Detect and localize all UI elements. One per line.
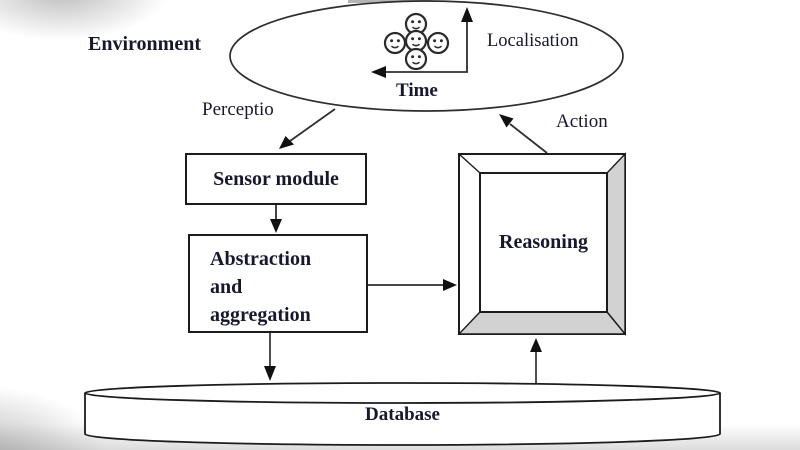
background-vignette-top-left [0, 0, 190, 80]
reasoning-box-label: Reasoning [499, 231, 588, 253]
reasoning-frame-right-shade [606, 152, 626, 336]
sensor-module-box: Sensor module [185, 153, 367, 205]
localisation-axis-label: Localisation [487, 31, 579, 51]
time-axis-label: Time [396, 80, 438, 101]
database-cylinder [84, 382, 721, 446]
sensor-module-label: Sensor module [213, 167, 339, 190]
reasoning-frame [457, 152, 627, 336]
smiley-agents-cluster-icon [383, 12, 450, 71]
environment-label: Environment [88, 33, 201, 55]
action-arrow-label: Action [556, 111, 608, 132]
abstraction-to-reasoning-arrow [368, 279, 457, 291]
reasoning-inner-panel [479, 172, 608, 313]
action-arrow [499, 114, 548, 154]
abstraction-to-database-arrow [264, 333, 276, 381]
abstraction-line-2: and [210, 276, 243, 298]
smiley-face-icon [404, 47, 428, 71]
database-to-reasoning-arrow [530, 338, 542, 386]
abstraction-aggregation-box: Abstraction and aggregation [188, 234, 368, 333]
perception-arrow [279, 108, 336, 149]
sensor-to-abstraction-arrow [270, 205, 282, 233]
abstraction-line-1: Abstraction [210, 248, 312, 270]
perception-arrow-label: Perceptio [202, 99, 274, 120]
database-label: Database [365, 404, 440, 425]
abstraction-line-3: aggregation [210, 304, 311, 326]
smiley-face-icon [383, 31, 407, 55]
time-localisation-axes [371, 7, 473, 78]
time-axis-arrowhead [371, 66, 386, 78]
smiley-face-icon [426, 31, 450, 55]
localisation-axis-arrowhead [461, 7, 473, 22]
reasoning-frame-bevel-line [458, 153, 481, 174]
reasoning-frame-bottom-shade [457, 311, 627, 335]
